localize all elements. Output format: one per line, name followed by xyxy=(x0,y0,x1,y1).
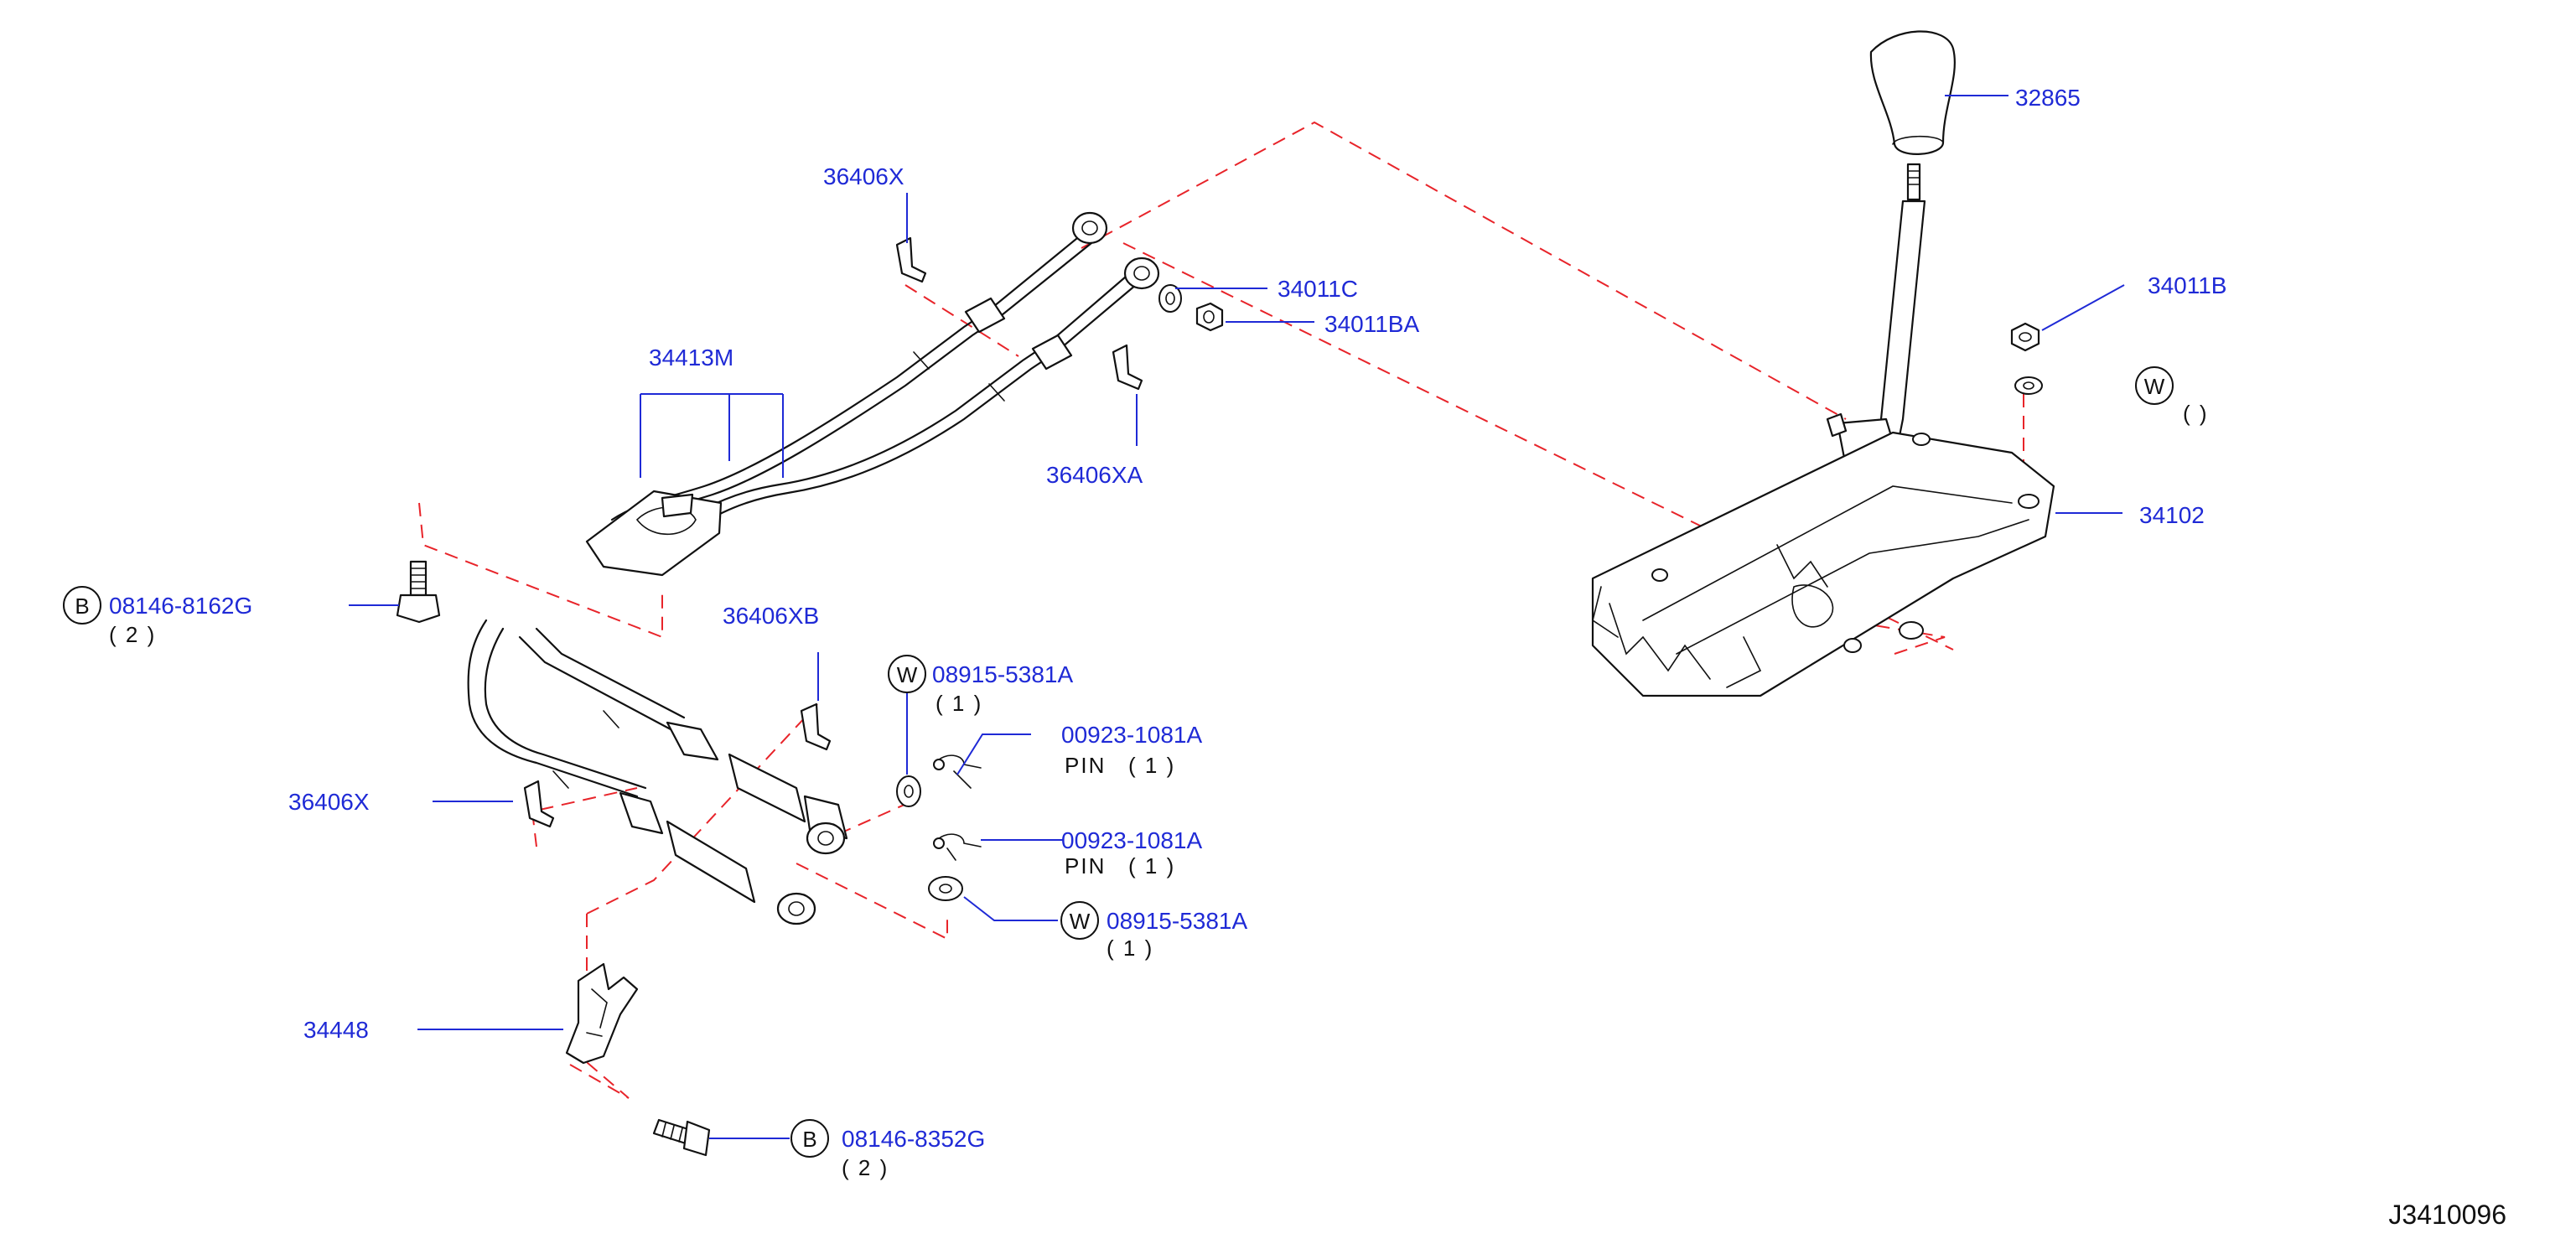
label-08915-a: 08915-5381A xyxy=(932,661,1073,687)
callout-w-lower: W xyxy=(1060,901,1099,940)
diagram-reference: J3410096 xyxy=(2388,1200,2506,1230)
label-36406xb: 36406XB xyxy=(723,603,819,629)
washer-08915-b xyxy=(928,876,963,901)
label-34448: 34448 xyxy=(303,1017,369,1043)
note-pin-a-qty: ( 1 ) xyxy=(1128,753,1175,778)
eye-end-mid xyxy=(1123,257,1160,290)
note-pin-b-qty: ( 1 ) xyxy=(1128,853,1175,879)
note-b-lower-qty: ( 2 ) xyxy=(842,1155,889,1180)
label-36406x-left: 36406X xyxy=(288,789,370,815)
note-w-upper-qty: ( 1 ) xyxy=(936,691,982,716)
pin-00923-a xyxy=(933,754,982,789)
pin-00923-b xyxy=(933,833,982,861)
assembly-line-pin-a xyxy=(837,800,915,835)
label-00923-b: 00923-1081A xyxy=(1061,827,1202,853)
washer-08915-a xyxy=(896,775,921,807)
callout-w-lower-letter: W xyxy=(1070,909,1091,934)
upper-cable-34413m xyxy=(585,211,1160,577)
label-34011c: 34011C xyxy=(1278,276,1358,302)
bolt-08146-top xyxy=(396,560,441,624)
note-w-lower-qty: ( 1 ) xyxy=(1107,936,1153,961)
assembly-line-lower-right xyxy=(1843,619,1946,655)
note-b-upper-qty: ( 2 ) xyxy=(109,622,156,647)
bolt-08146-bottom xyxy=(652,1118,711,1157)
assembly-line-pin-b xyxy=(796,863,948,941)
label-34011ba: 34011BA xyxy=(1324,311,1419,337)
callout-w-upper: W xyxy=(888,655,926,693)
assembly-line-bracket xyxy=(586,703,818,915)
nut-34011b xyxy=(2010,322,2040,352)
nut-34011ba xyxy=(1195,302,1224,332)
label-34102: 34102 xyxy=(2139,502,2205,528)
callout-b-lower: B xyxy=(790,1119,829,1158)
assembly-line-lower-clip xyxy=(904,284,1019,357)
callout-w-right-letter: W xyxy=(2144,374,2165,399)
eye-end-top xyxy=(1071,211,1108,245)
bracket-34448 xyxy=(565,962,639,1065)
clip-36406xa xyxy=(1112,344,1143,391)
note-pin-a: PIN xyxy=(1065,753,1106,778)
label-34413m: 34413M xyxy=(649,345,733,371)
label-34011b: 34011B xyxy=(2148,272,2226,298)
label-08915-b: 08915-5381A xyxy=(1107,908,1247,934)
label-00923-a: 00923-1081A xyxy=(1061,722,1202,748)
note-pin-b: PIN xyxy=(1065,853,1106,879)
callout-b-upper: B xyxy=(63,586,101,625)
eye-end-lower-b xyxy=(776,892,816,925)
eye-end-lower-a xyxy=(806,822,846,855)
callout-b-upper-letter: B xyxy=(75,593,89,619)
leader-lines xyxy=(349,95,2125,1139)
clip-36406x-top xyxy=(895,236,927,283)
assembly-line-clip-left xyxy=(531,787,638,847)
washer-34011c xyxy=(1158,284,1182,313)
assembly-line-bolt-bottom xyxy=(569,1047,630,1099)
callout-b-lower-letter: B xyxy=(802,1127,816,1152)
callout-w-right: W xyxy=(2135,366,2174,405)
label-36406xa: 36406XA xyxy=(1046,462,1143,488)
label-08146-bottom: 08146-8352G xyxy=(842,1126,985,1152)
shift-lever-assembly xyxy=(1591,200,2055,697)
shift-knob xyxy=(1869,30,1956,201)
assembly-line-knob xyxy=(1081,121,1847,420)
clip-36406x-left xyxy=(523,780,555,828)
label-32865: 32865 xyxy=(2015,85,2081,111)
lower-cables xyxy=(467,619,848,925)
washer-34011b xyxy=(2014,376,2043,395)
label-08146-top: 08146-8162G xyxy=(109,593,252,619)
callout-w-upper-letter: W xyxy=(897,662,918,687)
note-w-right-qty: ( ) xyxy=(2183,401,2209,426)
clip-36406xb xyxy=(800,702,832,751)
label-36406x-top: 36406X xyxy=(823,163,904,189)
